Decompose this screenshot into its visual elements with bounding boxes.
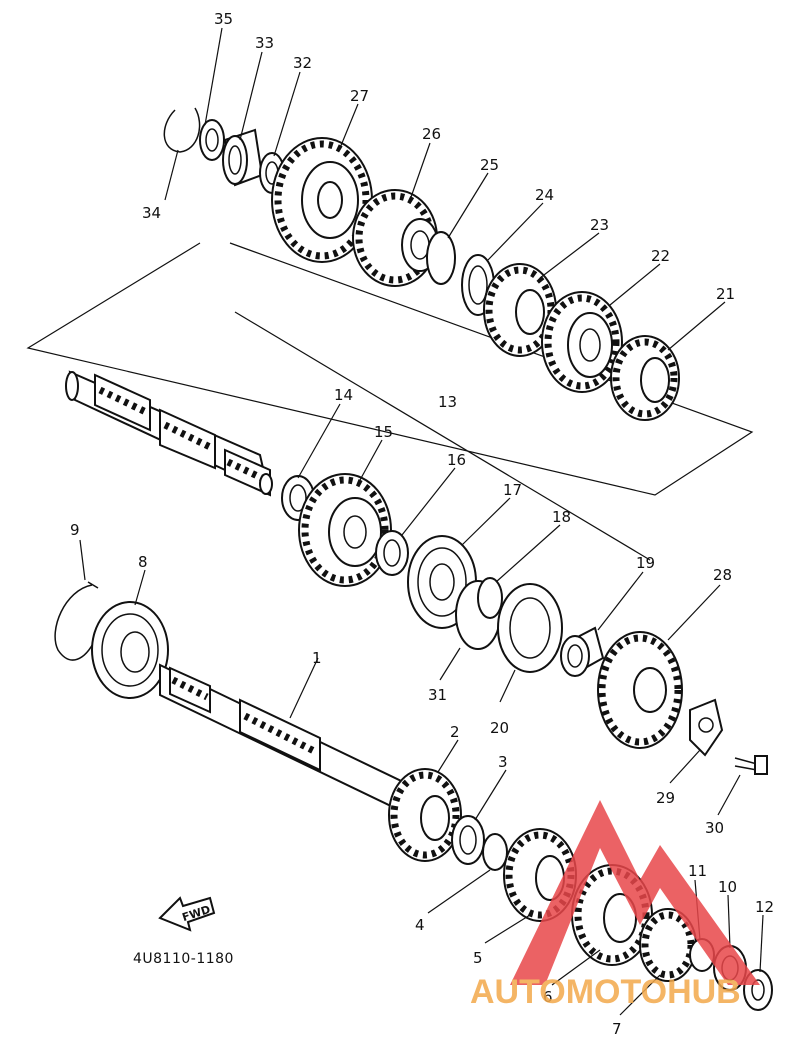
- callout-7: 7: [612, 1020, 622, 1038]
- part-21-gear: [610, 335, 680, 421]
- part-34-circlip: [163, 107, 201, 153]
- callout-13: 13: [438, 393, 457, 411]
- callout-14: 14: [334, 386, 353, 404]
- callout-25: 25: [480, 156, 499, 174]
- part-16-washer: [375, 530, 409, 576]
- leader-lines: [79, 27, 764, 1016]
- part-20-oil-seal: [497, 583, 563, 673]
- part-25-circlip: [426, 231, 456, 285]
- callout-12: 12: [755, 898, 774, 916]
- callout-16: 16: [447, 451, 466, 469]
- part-2-gear: [388, 768, 462, 862]
- callout-19: 19: [636, 554, 655, 572]
- callout-15: 15: [374, 423, 393, 441]
- part-33-bearing: [222, 128, 264, 187]
- callout-24: 24: [535, 186, 554, 204]
- callout-32: 32: [293, 54, 312, 72]
- callout-30: 30: [705, 819, 724, 837]
- callouts: 35 33 32 27 26 25 24 23 22 21 34 14 13 1…: [70, 10, 774, 1038]
- callout-18: 18: [552, 508, 571, 526]
- part-3-washer: [451, 815, 485, 865]
- callout-2: 2: [450, 723, 460, 741]
- fwd-arrow: FWD: [158, 896, 216, 932]
- watermark-logo: AUTOMOTOHUB: [470, 800, 760, 1011]
- callout-5: 5: [473, 949, 483, 967]
- callout-26: 26: [422, 125, 441, 143]
- callout-17: 17: [503, 481, 522, 499]
- part-18-circlip: [477, 577, 503, 619]
- part-26-gear: [352, 189, 439, 287]
- callout-10: 10: [718, 878, 737, 896]
- callout-35: 35: [214, 10, 233, 28]
- callout-11: 11: [688, 862, 707, 880]
- callout-22: 22: [651, 247, 670, 265]
- callout-31: 31: [428, 686, 447, 704]
- callout-27: 27: [350, 87, 369, 105]
- callout-4: 4: [415, 916, 425, 934]
- watermark-text: AUTOMOTOHUB: [470, 973, 741, 1011]
- callout-28: 28: [713, 566, 732, 584]
- part-22-gear: [541, 291, 623, 393]
- watermark-mountain-icon: [510, 800, 760, 985]
- part-35-washer: [199, 119, 225, 161]
- part-4-circlip: [482, 833, 508, 871]
- main-shaft: [65, 370, 273, 497]
- callout-6: 6: [543, 988, 553, 1006]
- part-29-lock-washer: [689, 698, 724, 757]
- reference-code: 4U8110-1180: [133, 951, 234, 967]
- callout-20: 20: [490, 719, 509, 737]
- part-9-circlip: [54, 581, 99, 661]
- callout-21: 21: [716, 285, 735, 303]
- part-27-gear: [271, 137, 373, 263]
- callout-1: 1: [312, 649, 322, 667]
- part-15-gear: [298, 473, 392, 587]
- part-30-bolt: [734, 755, 768, 775]
- part-19-collar: [560, 626, 605, 677]
- inner-bracket: [234, 311, 651, 561]
- callout-29: 29: [656, 789, 675, 807]
- part-1-drive-shaft: [159, 663, 421, 822]
- part-8-bearing: [91, 601, 169, 699]
- part-28-sprocket: [597, 631, 683, 749]
- callout-33: 33: [255, 34, 274, 52]
- callout-34: 34: [142, 204, 161, 222]
- callout-23: 23: [590, 216, 609, 234]
- callout-8: 8: [138, 553, 148, 571]
- callout-3: 3: [498, 753, 508, 771]
- callout-9: 9: [70, 521, 80, 539]
